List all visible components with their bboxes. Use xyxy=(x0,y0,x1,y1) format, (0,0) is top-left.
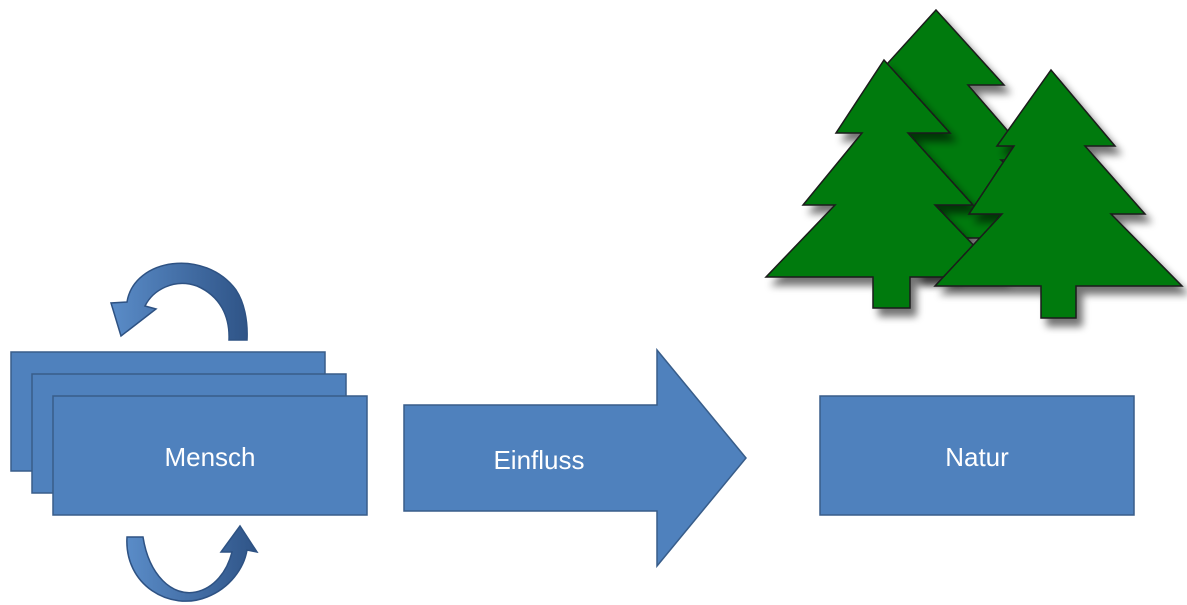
cycle-arrow-icon xyxy=(110,262,248,341)
tree-icon xyxy=(764,58,1006,309)
natur-box xyxy=(819,395,1135,516)
cycle-arrow-icon xyxy=(126,524,259,602)
tree-icon xyxy=(933,68,1184,319)
einfluss-label: Einfluss xyxy=(493,445,585,475)
mensch-box-stack xyxy=(10,351,368,516)
mensch-label: Mensch xyxy=(164,442,256,472)
natur-label: Natur xyxy=(945,442,1009,472)
einfluss-arrow xyxy=(403,347,747,569)
